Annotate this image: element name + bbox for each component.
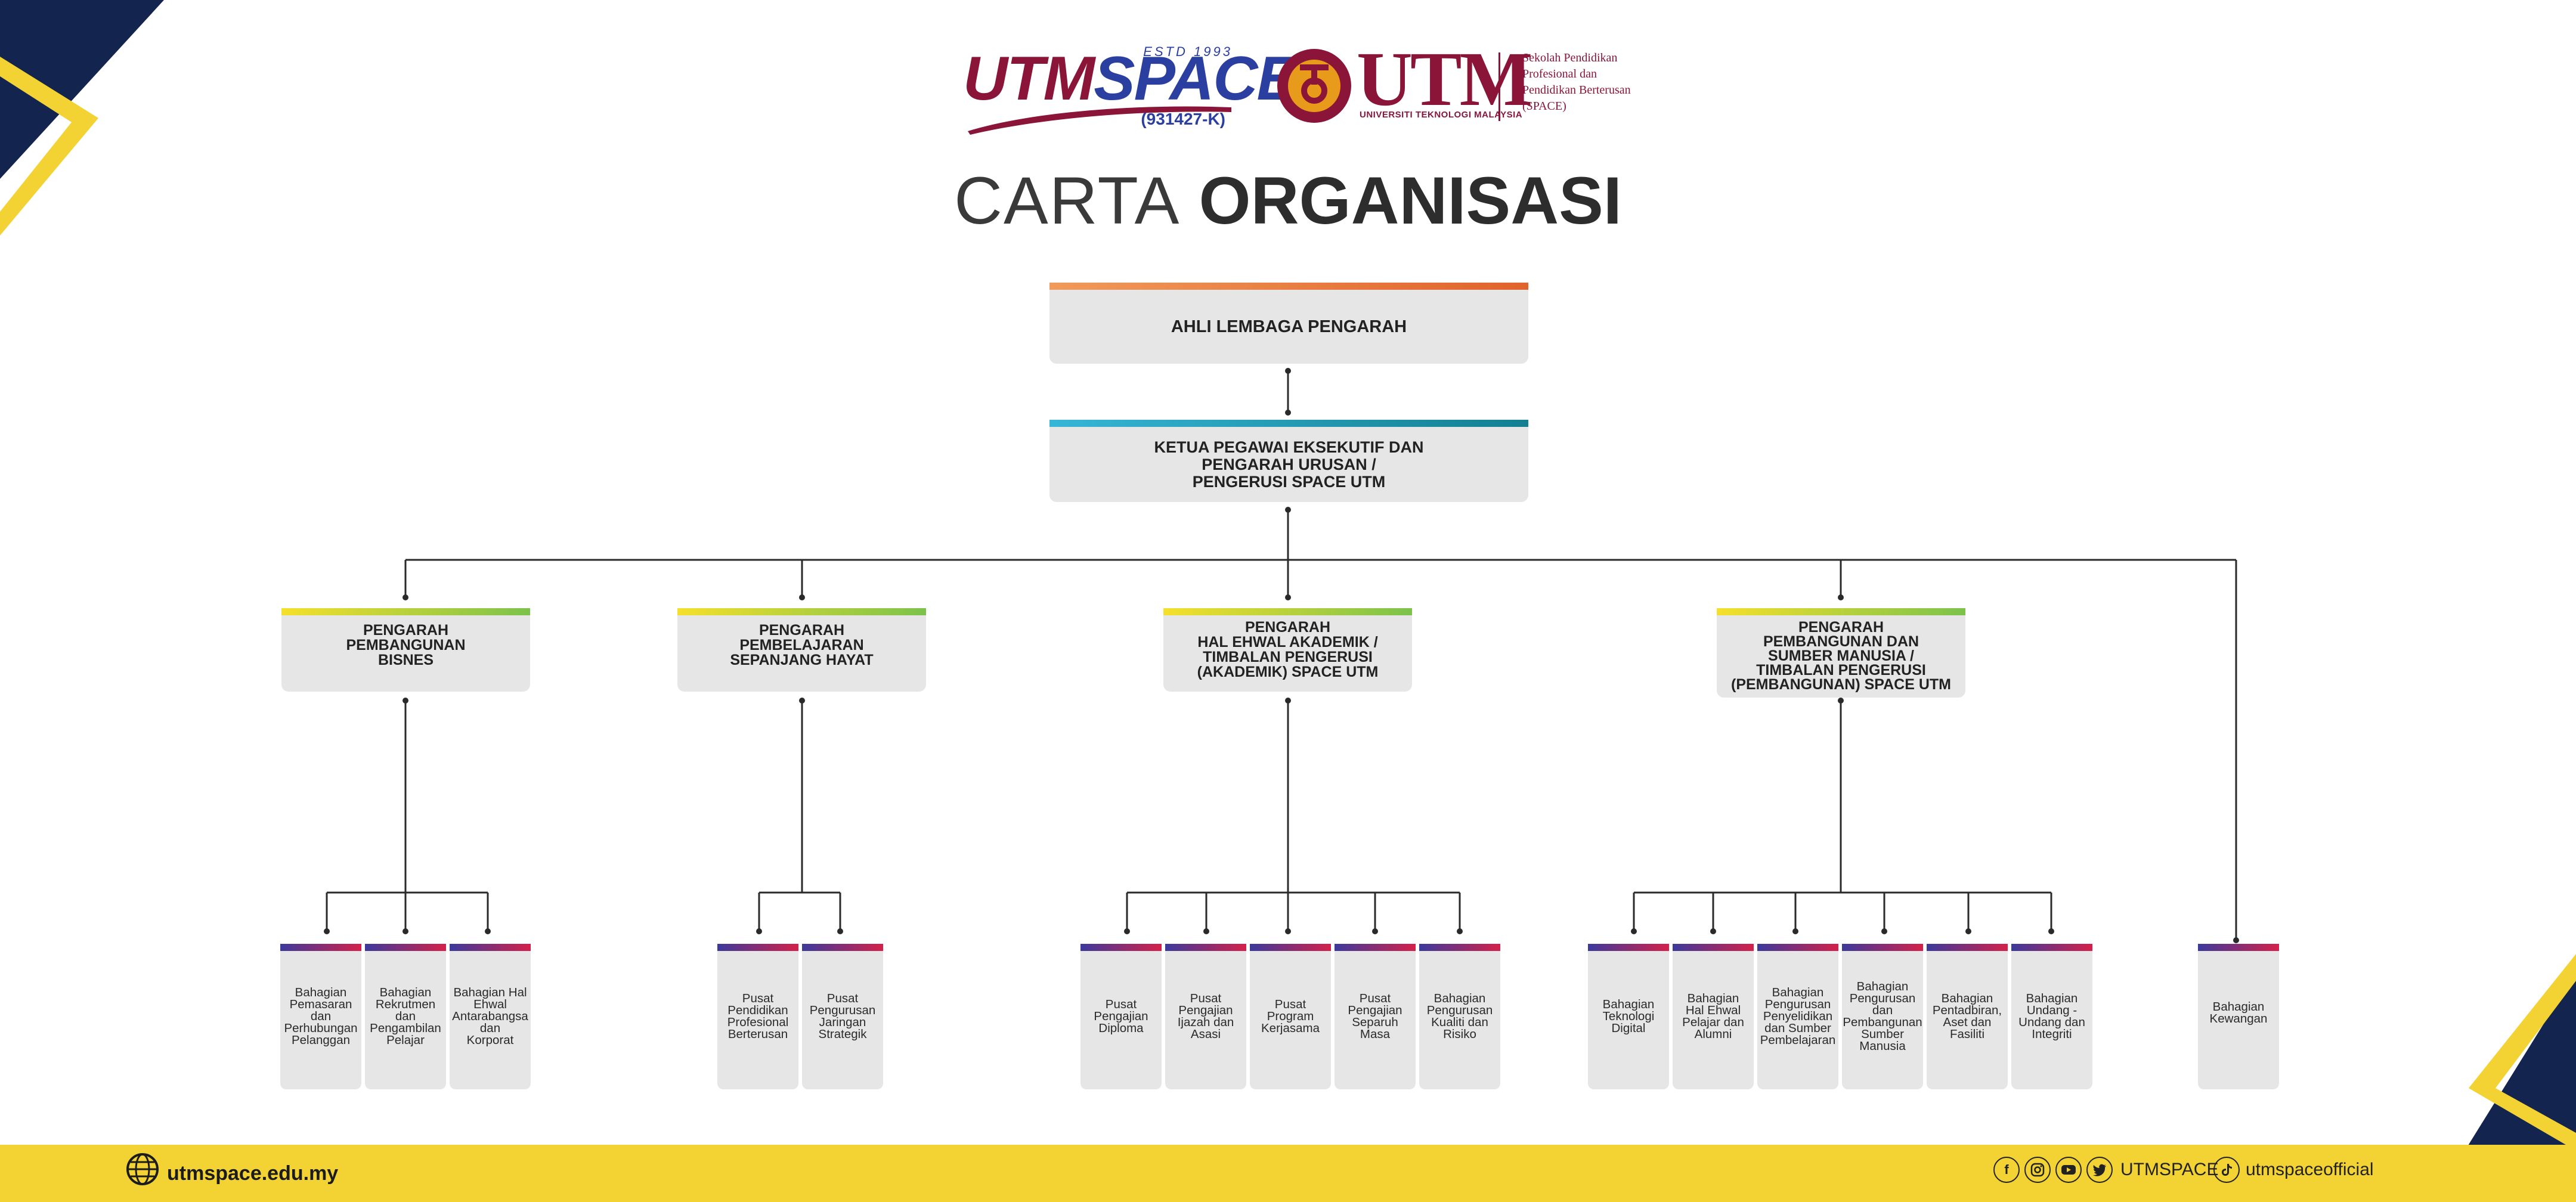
unit-box: Bahagian Pengurusan Kualiti dan Risiko	[1419, 944, 1500, 1089]
director-label: PENGARAH PEMBANGUNAN BISNES	[346, 621, 466, 668]
facebook-icon[interactable]: f	[1993, 1157, 2020, 1183]
board-label: AHLI LEMBAGA PENGARAH	[1171, 317, 1407, 336]
bottom-right-corner-decoration	[2433, 954, 2576, 1202]
director-box-hayat: PENGARAH PEMBELAJARAN SEPANJANG HAYAT	[677, 608, 926, 692]
utmspace-estd: ESTD 1993	[1143, 44, 1233, 59]
utm-crest-icon	[1277, 49, 1351, 123]
unit-box: Pusat Pengajian Diploma	[1080, 944, 1162, 1089]
utmspace-logo: UTMSPACE ESTD 1993 (931427-K)	[963, 44, 1298, 137]
unit-box: Pusat Pengurusan Jaringan Strategik	[802, 944, 883, 1089]
unit-box: Bahagian Pentadbiran, Aset dan Fasiliti	[1927, 944, 2008, 1089]
utmspace-registration: (931427-K)	[1141, 110, 1225, 128]
unit-box: Bahagian Hal Ehwal Pelajar dan Alumni	[1673, 944, 1754, 1089]
unit-box: Bahagian Pengurusan Penyelidikan dan Sum…	[1757, 944, 1838, 1089]
unit-box: Pusat Pengajian Separuh Masa	[1335, 944, 1416, 1089]
page-title: CARTA ORGANISASI	[954, 163, 1622, 238]
director-label: PENGARAH PEMBANGUNAN DAN SUMBER MANUSIA …	[1731, 619, 1951, 693]
instagram-icon[interactable]	[2024, 1157, 2051, 1183]
director-box-bisnes: PENGARAH PEMBANGUNAN BISNES	[281, 608, 530, 692]
tiktok-handle[interactable]: utmspaceofficial	[2246, 1160, 2374, 1179]
unit-box: Pusat Pengajian Ijazah dan Asasi	[1165, 944, 1246, 1089]
social-handle[interactable]: UTMSPACE	[2120, 1160, 2219, 1179]
unit-box: Bahagian Hal Ehwal Antarabangsa dan Korp…	[450, 944, 531, 1089]
unit-box-kewangan: Bahagian Kewangan	[2198, 944, 2279, 1089]
director-box-pembangunan: PENGARAH PEMBANGUNAN DAN SUMBER MANUSIA …	[1717, 608, 1965, 698]
unit-box: Bahagian Pengurusan dan Pembangunan Sumb…	[1842, 944, 1923, 1089]
ceo-label: KETUA PEGAWAI EKSEKUTIF DAN PENGARAH URU…	[1154, 438, 1424, 491]
unit-box: Bahagian Teknologi Digital	[1588, 944, 1669, 1089]
utm-subtitle: UNIVERSITI TEKNOLOGI MALAYSIA	[1360, 110, 1523, 120]
utm-logo: UTM UNIVERSITI TEKNOLOGI MALAYSIA Sekola…	[1276, 41, 1634, 130]
unit-box: Pusat Program Kerjasama	[1250, 944, 1331, 1089]
youtube-icon[interactable]	[2055, 1157, 2082, 1183]
director-label: PENGARAH HAL EHWAL AKADEMIK / TIMBALAN P…	[1197, 619, 1379, 680]
unit-box: Pusat Pendidikan Profesional Berterusan	[717, 944, 798, 1089]
top-left-corner-decoration	[0, 0, 164, 236]
globe-icon	[126, 1153, 159, 1185]
website-link[interactable]: utmspace.edu.my	[167, 1162, 339, 1185]
footer-bar	[0, 1145, 2576, 1202]
unit-box: Bahagian Pemasaran dan Perhubungan Pelan…	[280, 944, 361, 1089]
director-box-akademik: PENGARAH HAL EHWAL AKADEMIK / TIMBALAN P…	[1163, 608, 1412, 692]
ceo-box: KETUA PEGAWAI EKSEKUTIF DAN PENGARAH URU…	[1049, 420, 1528, 502]
director-label: PENGARAH PEMBELAJARAN SEPANJANG HAYAT	[730, 621, 874, 668]
unit-box: Bahagian Undang - Undang dan Integriti	[2011, 944, 2092, 1089]
utm-school-name: Sekolah Pendidikan Profesional dan Pendi…	[1522, 51, 1631, 113]
board-box: AHLI LEMBAGA PENGARAH	[1049, 283, 1528, 364]
tiktok-icon[interactable]	[2213, 1157, 2240, 1183]
utm-wordmark: UTM	[1357, 36, 1532, 122]
unit-box: Bahagian Rekrutmen dan Pengambilan Pelaj…	[365, 944, 446, 1089]
twitter-icon[interactable]	[2086, 1157, 2113, 1183]
